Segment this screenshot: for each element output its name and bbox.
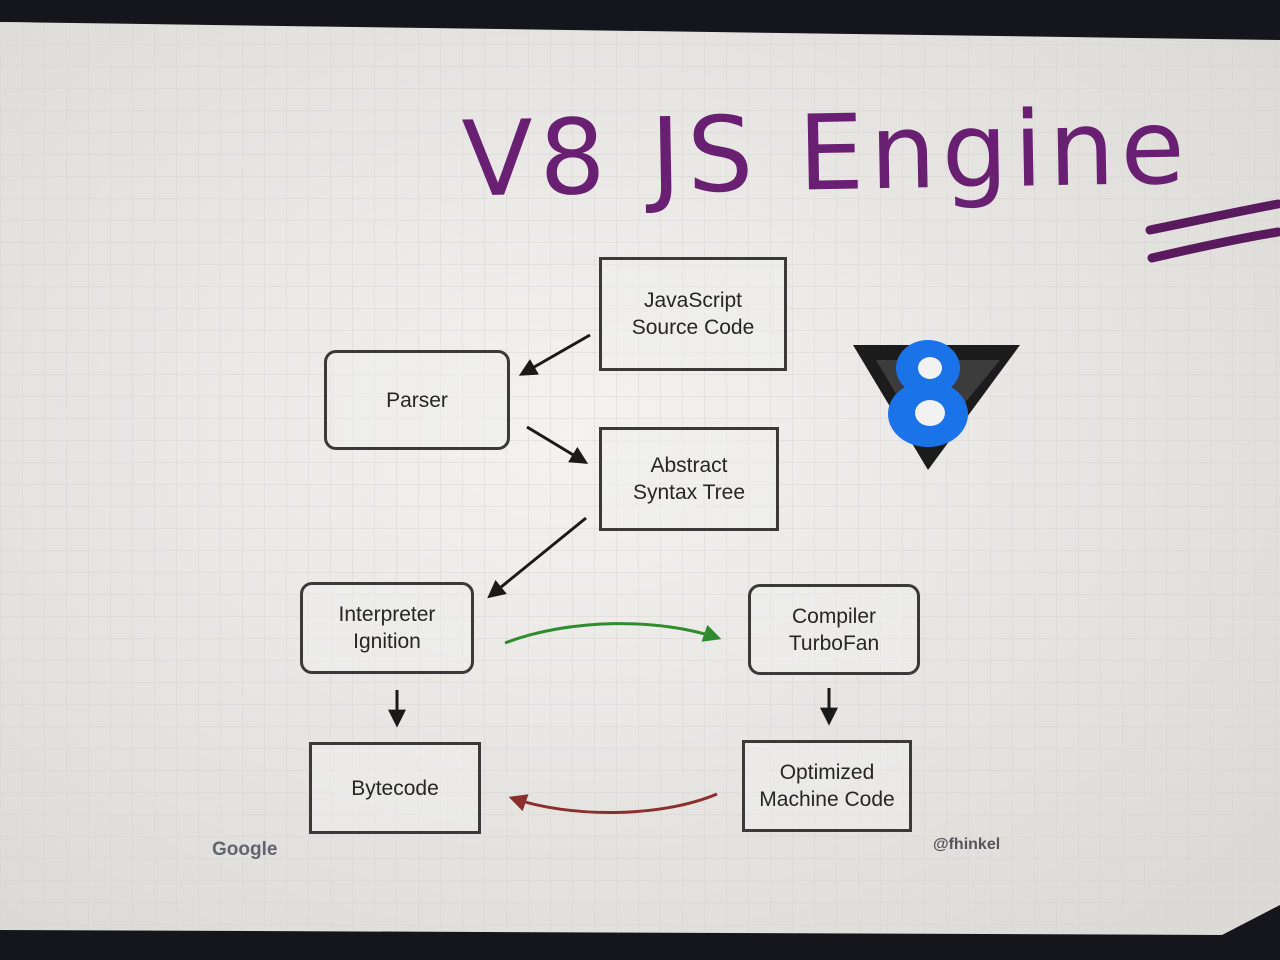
google-logo: Google [212, 839, 278, 860]
node-label: Abstract Syntax Tree [632, 454, 746, 504]
title-underline [1145, 199, 1280, 235]
node-label: Parser [386, 388, 448, 412]
node-optimized-machine-code: Optimized Machine Code [742, 740, 912, 832]
node-label: Compiler TurboFan [788, 604, 880, 655]
node-parser: Parser [324, 350, 510, 450]
node-interpreter-ignition: Interpreter Ignition [300, 582, 474, 674]
node-compiler-turbofan: Compiler TurboFan [748, 584, 920, 675]
node-javascript-source-code: JavaScript Source Code [599, 257, 787, 371]
page-title: V8 JS Engine [460, 85, 1192, 221]
arrow-ast-to-interpreter [487, 516, 587, 599]
arrow-parser-to-ast [526, 425, 589, 464]
arrow-source-to-parser [518, 333, 591, 376]
author-handle: @fhinkel [933, 836, 1001, 853]
v8-logo-icon [853, 340, 1020, 470]
node-label: Interpreter Ignition [338, 603, 436, 653]
node-bytecode: Bytecode [309, 742, 481, 834]
node-label: Bytecode [351, 776, 439, 800]
node-label: JavaScript Source Code [631, 289, 755, 339]
node-abstract-syntax-tree: Abstract Syntax Tree [599, 427, 779, 531]
arrow-optimize [504, 622, 722, 645]
arrow-deoptimize [508, 792, 718, 815]
node-label: Optimized Machine Code [759, 761, 895, 811]
